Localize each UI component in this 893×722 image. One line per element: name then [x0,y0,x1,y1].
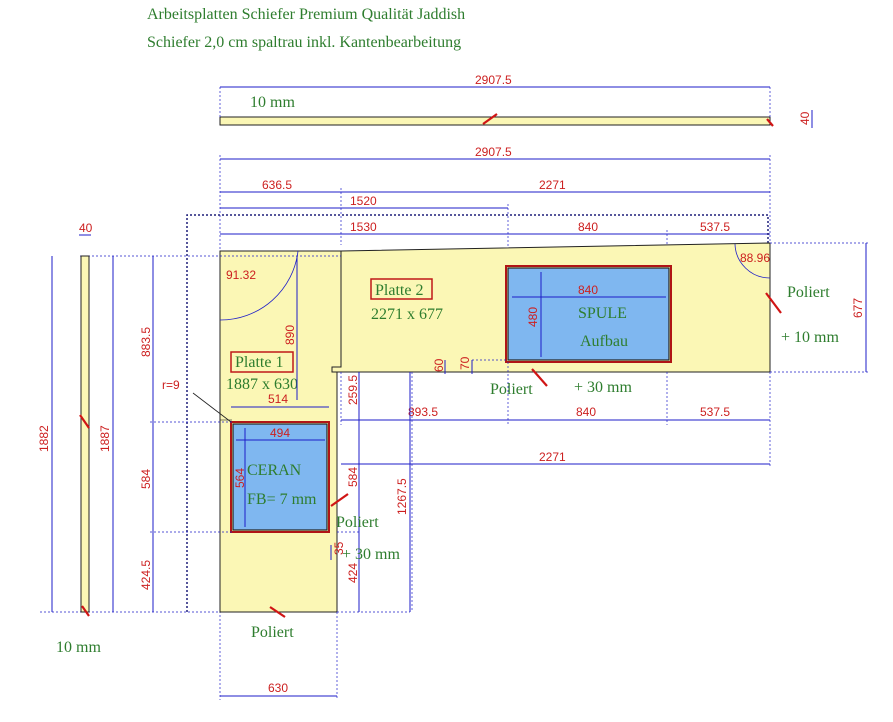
dim-1520: 1520 [350,194,377,208]
left-edge-strip [80,255,90,613]
dim-514: 514 [268,392,288,406]
dim-893: 893.5 [408,405,438,419]
dim-35: 35 [332,541,346,555]
dim-bottom-width: 630 [268,681,288,695]
label-platte-2: Platte 2 [375,282,423,299]
edge-mark-mid [531,368,548,387]
dim-677: 677 [851,298,865,318]
dim-1887: 1887 [98,425,112,452]
label-ceran-fb: FB= 7 mm [247,491,317,508]
label-platte-1: Platte 1 [235,354,283,371]
label-radius: r=9 [162,378,180,392]
label-plus-10: + 10 mm [781,329,839,346]
dim-angle-left: 91.32 [226,268,256,282]
dim-ceran-width: 494 [270,426,290,440]
drawing-title: Arbeitsplatten Schiefer Premium Qualität… [147,6,466,23]
label-top-strip-thickness: 10 mm [250,94,295,111]
edge-mark-top-strip [482,113,498,125]
dim-1882: 1882 [37,425,51,452]
label-poliert-right: Poliert [787,284,830,301]
dim-840-mid: 840 [576,405,596,419]
dim-537-top: 537.5 [700,220,730,234]
dim-top-strip-height: 40 [798,111,812,125]
dim-2271-mid: 2271 [539,450,566,464]
dim-584-left: 584 [139,469,153,489]
dim-spule-width: 840 [578,283,598,297]
label-spule-aufbau: Aufbau [580,333,628,350]
dim-584-inner: 584 [346,467,360,487]
dim-top-strip-length: 2907.5 [475,73,512,87]
spule-cutout [507,267,670,361]
room-outline [186,214,769,612]
edge-mark-right [765,292,782,314]
label-plus-30-mid: + 30 mm [574,379,632,396]
dim-890: 890 [283,325,297,345]
top-edge-strip [219,116,771,126]
dim-424-inner: 424 [346,563,360,583]
label-platte-2-size: 2271 x 677 [371,306,443,323]
dim-ceran-height: 564 [233,468,247,488]
label-left-strip-thickness: 10 mm [56,639,101,656]
dim-1530: 1530 [350,220,377,234]
dim-883: 883.5 [139,327,153,357]
dim-left-strip-width: 40 [79,221,93,235]
label-poliert-mid: Poliert [490,381,533,398]
dim-2271-top: 2271 [539,178,566,192]
dim-1267: 1267.5 [395,478,409,515]
label-spule: SPULE [578,305,627,322]
edge-mark-inner [330,493,349,507]
label-ceran: CERAN [247,462,302,479]
ceran-cutout [232,423,328,531]
dim-60: 60 [432,358,446,372]
dim-overall-length: 2907.5 [475,145,512,159]
dim-70: 70 [458,356,472,370]
label-poliert-inner: Poliert [336,514,379,531]
edge-mark-bottom [269,606,286,618]
label-platte-1-size: 1887 x 630 [226,376,298,393]
dim-angle-right: 88.96 [740,251,770,265]
dim-537-mid: 537.5 [700,405,730,419]
drawing-subtitle: Schiefer 2,0 cm spaltrau inkl. Kantenbea… [147,34,462,51]
label-poliert-bottom: Poliert [251,624,294,641]
label-plus-30-left: + 30 mm [342,546,400,563]
dim-259: 259.5 [346,375,360,405]
dim-424-left: 424.5 [139,560,153,590]
dim-840-top: 840 [578,220,598,234]
dim-spule-height: 480 [526,307,540,327]
dim-636: 636.5 [262,178,292,192]
